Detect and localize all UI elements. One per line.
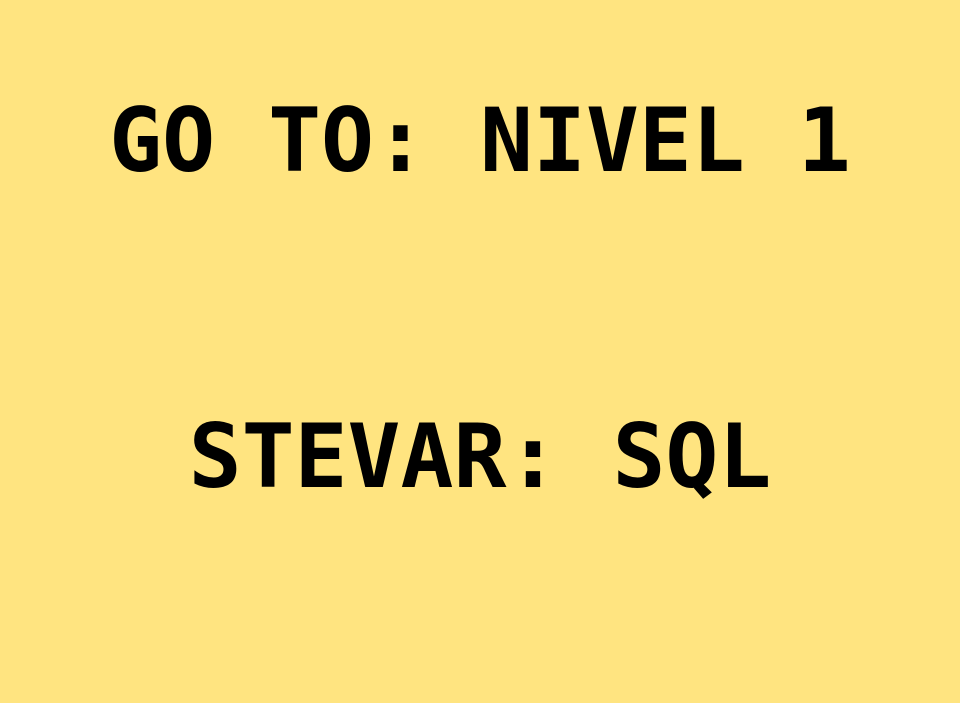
goto-level-text: GO TO: NIVEL 1 bbox=[109, 89, 851, 192]
stevar-text: STEVAR: SQL bbox=[188, 405, 772, 508]
